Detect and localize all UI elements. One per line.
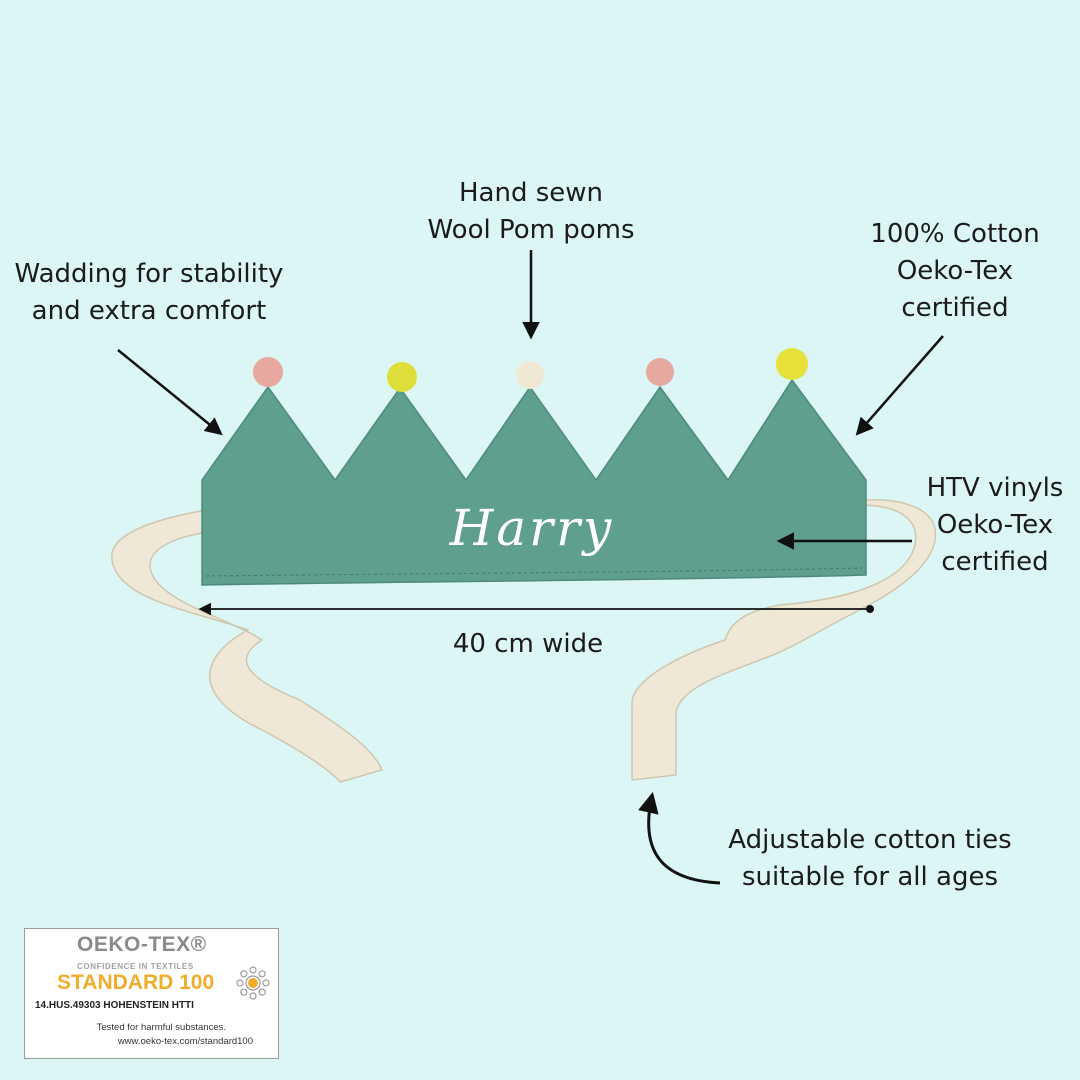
htv-label: HTV vinyls Oeko-Tex certified bbox=[926, 473, 1064, 577]
width-measure-end bbox=[866, 605, 874, 613]
badge-brand: OEKO-TEX® bbox=[77, 933, 207, 956]
pompom-1 bbox=[253, 357, 283, 387]
crown-stitching bbox=[205, 567, 863, 577]
oeko-tex-logo-icon bbox=[236, 966, 270, 1000]
crown-body bbox=[201, 378, 867, 586]
cotton-arrow bbox=[855, 335, 944, 436]
ties-label: Adjustable cotton ties suitable for all … bbox=[728, 825, 1012, 892]
badge-standard: STANDARD 100 bbox=[57, 971, 215, 994]
pompom-4 bbox=[646, 358, 674, 386]
pompom-5 bbox=[776, 348, 808, 380]
badge-code: 14.HUS.49303 HOHENSTEIN HTTI bbox=[35, 1000, 194, 1011]
badge-tested: Tested for harmful substances. bbox=[96, 1022, 226, 1033]
badge-tagline: CONFIDENCE IN TEXTILES bbox=[77, 962, 194, 971]
left-cotton-tie bbox=[111, 509, 384, 783]
pompoms-label: Hand sewn Wool Pom poms bbox=[427, 178, 635, 245]
badge-url: www.oeko-tex.com/standard100 bbox=[117, 1036, 253, 1047]
wadding-label: Wadding for stability and extra comfort bbox=[14, 259, 284, 326]
pompom-3 bbox=[516, 361, 544, 389]
cotton-label: 100% Cotton Oeko-Tex certified bbox=[870, 219, 1040, 323]
wadding-arrow bbox=[117, 349, 223, 436]
right-cotton-tie bbox=[631, 499, 937, 781]
pompom-2 bbox=[387, 362, 417, 392]
ties-arrow bbox=[638, 791, 721, 885]
crown-name-text: Harry bbox=[449, 499, 614, 557]
width-label: 40 cm wide bbox=[452, 629, 604, 659]
oeko-tex-badge: OEKO-TEX® CONFIDENCE IN TEXTILES STANDAR… bbox=[24, 928, 279, 1059]
